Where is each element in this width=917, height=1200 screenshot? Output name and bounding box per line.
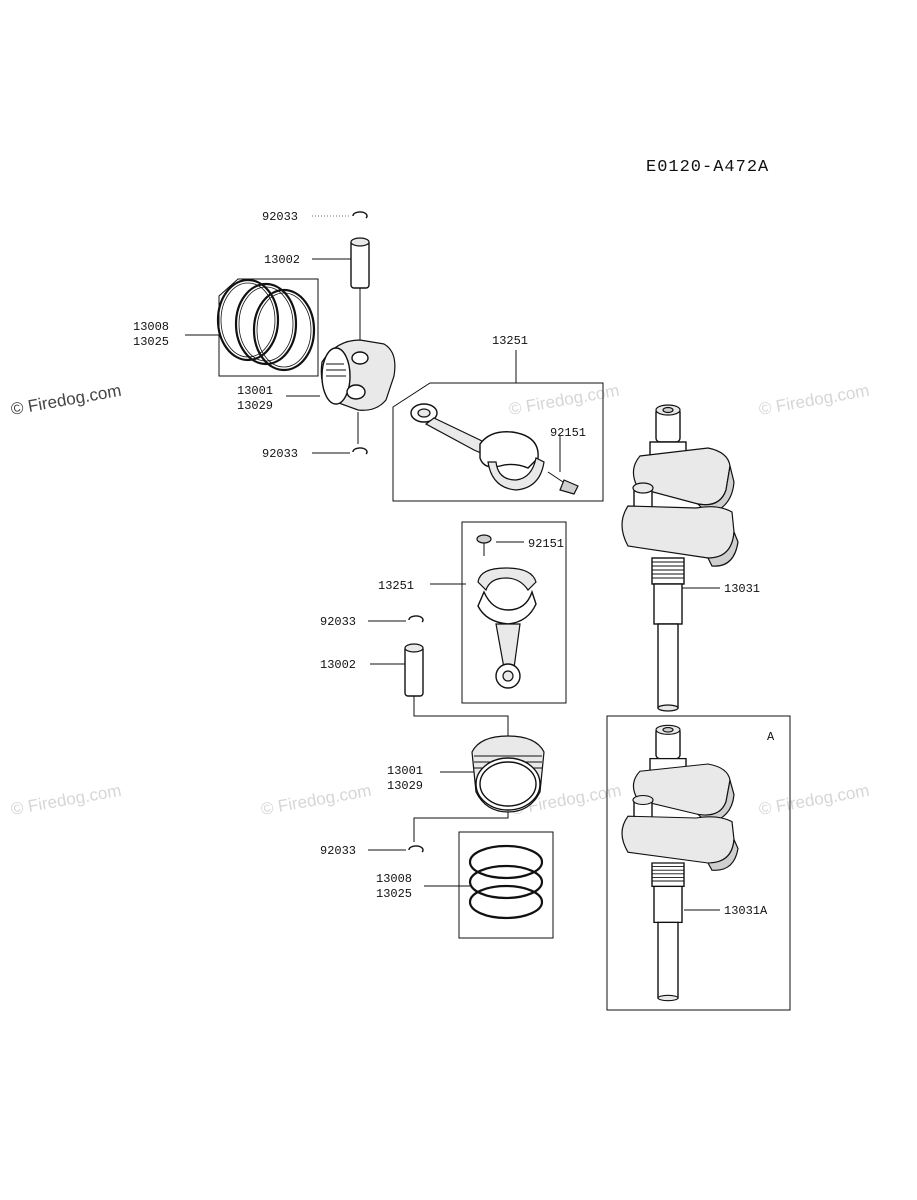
snap-ring-icon — [352, 211, 368, 219]
snap-ring-icon — [408, 845, 424, 853]
watermark-text: © Firedog.com — [259, 781, 372, 819]
crankshaft-icon — [621, 404, 739, 712]
callout-13031A: 13031A — [724, 904, 768, 918]
rod-bolt-icon — [547, 471, 579, 495]
inset-label: A — [767, 730, 775, 744]
watermark-text: © Firedog.com — [757, 381, 870, 419]
callout-13031: 13031 — [724, 582, 760, 596]
crankshaft: 13031 — [621, 404, 760, 712]
watermark-text: © Firedog.com — [507, 381, 620, 419]
watermarks: © Firedog.com © Firedog.com © Firedog.co… — [9, 381, 870, 819]
lower-piston-assembly: 92151 13251 92033 13002 13001 13029 — [320, 521, 567, 939]
callout-92033: 92033 — [320, 615, 356, 629]
diagram-code: E0120-A472A — [646, 158, 769, 177]
upper-piston-assembly: 92033 13002 13008 13025 13001 13029 — [133, 210, 604, 502]
rod-bolt-icon — [476, 534, 492, 556]
callout-13001: 13001 — [237, 384, 273, 398]
piston-pin-icon — [404, 645, 424, 697]
piston-icon — [471, 735, 545, 813]
callout-92033: 92033 — [320, 844, 356, 858]
piston-rings-icon — [468, 844, 544, 920]
snap-ring-icon — [352, 447, 368, 455]
callout-92151: 92151 — [550, 426, 586, 440]
callout-13029: 13029 — [387, 779, 423, 793]
callout-13025: 13025 — [133, 335, 169, 349]
callout-92151: 92151 — [528, 537, 564, 551]
callout-13001: 13001 — [387, 764, 423, 778]
callout-13002: 13002 — [320, 658, 356, 672]
callout-92033: 92033 — [262, 447, 298, 461]
callout-13025: 13025 — [376, 887, 412, 901]
callout-92033: 92033 — [262, 210, 298, 224]
piston-rings-icon — [216, 278, 316, 372]
piston-pin-icon — [350, 239, 370, 289]
watermark-text: © Firedog.com — [757, 781, 870, 819]
callout-13008: 13008 — [376, 872, 412, 886]
crankshaft-icon — [621, 724, 739, 1002]
snap-ring-icon — [408, 615, 424, 623]
connecting-rod-icon — [477, 567, 537, 689]
callout-13251: 13251 — [492, 334, 528, 348]
piston-icon — [320, 339, 396, 411]
callout-13251: 13251 — [378, 579, 414, 593]
callout-13008: 13008 — [133, 320, 169, 334]
watermark-text: © Firedog.com — [9, 381, 122, 419]
callout-13002: 13002 — [264, 253, 300, 267]
callout-13029: 13029 — [237, 399, 273, 413]
crankshaft-a-inset: A 13031A — [606, 715, 791, 1011]
connecting-rod-icon — [410, 403, 545, 491]
watermark-text: © Firedog.com — [9, 781, 122, 819]
